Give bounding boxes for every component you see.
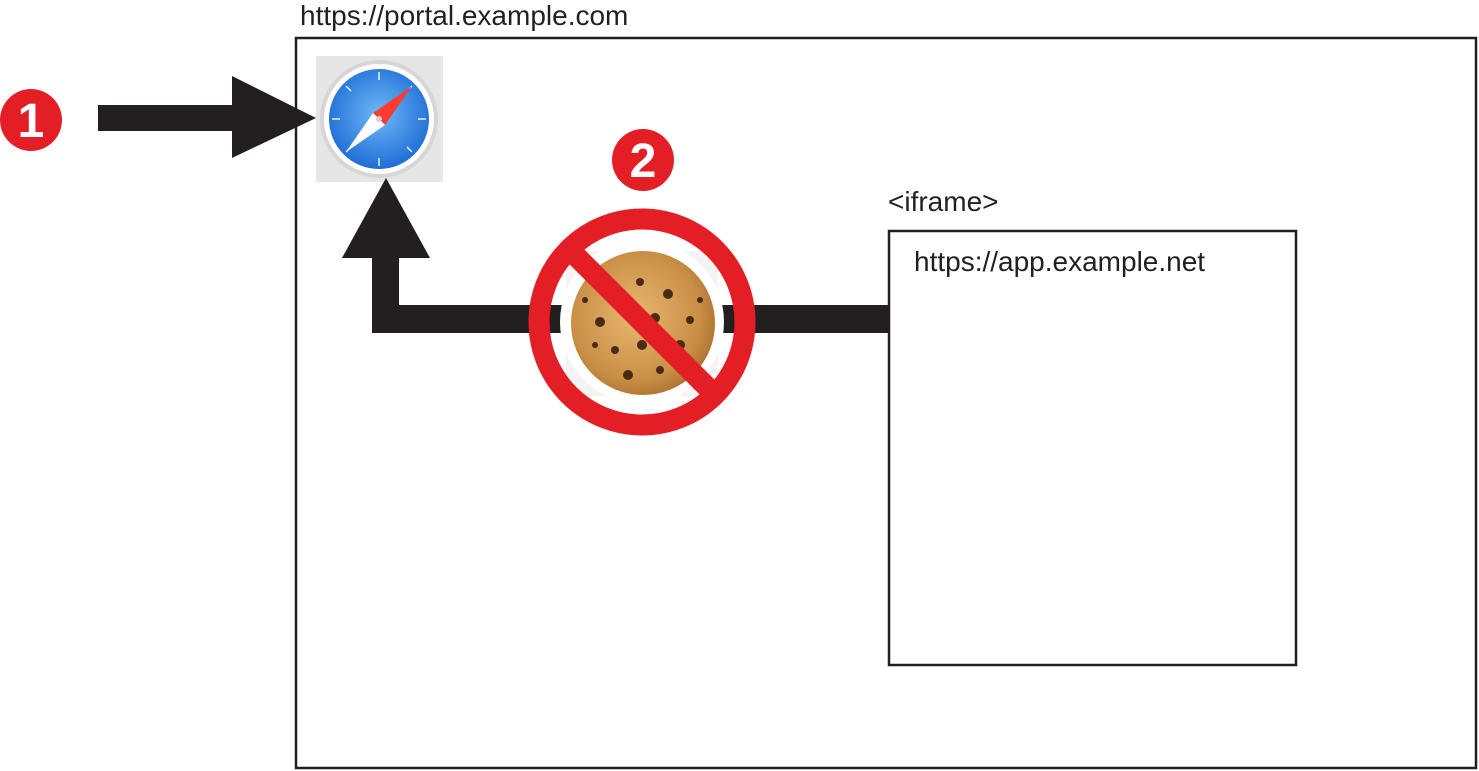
outer-page-frame	[294, 36, 1478, 770]
iframe-frame	[887, 229, 1298, 667]
step-1-badge: 1	[0, 89, 62, 151]
safari-compass-icon	[316, 56, 443, 182]
iframe-tag-label: <iframe>	[888, 186, 999, 217]
step-1-number: 1	[18, 95, 45, 148]
blocked-cookie	[528, 208, 756, 436]
iframe-url: https://app.example.net	[914, 246, 1206, 277]
step-2-badge: 2	[612, 129, 674, 191]
no-symbol-icon	[528, 208, 756, 436]
step-2-number: 2	[630, 135, 657, 188]
user-to-browser-arrow	[98, 76, 316, 158]
outer-page-url: https://portal.example.com	[300, 0, 629, 31]
